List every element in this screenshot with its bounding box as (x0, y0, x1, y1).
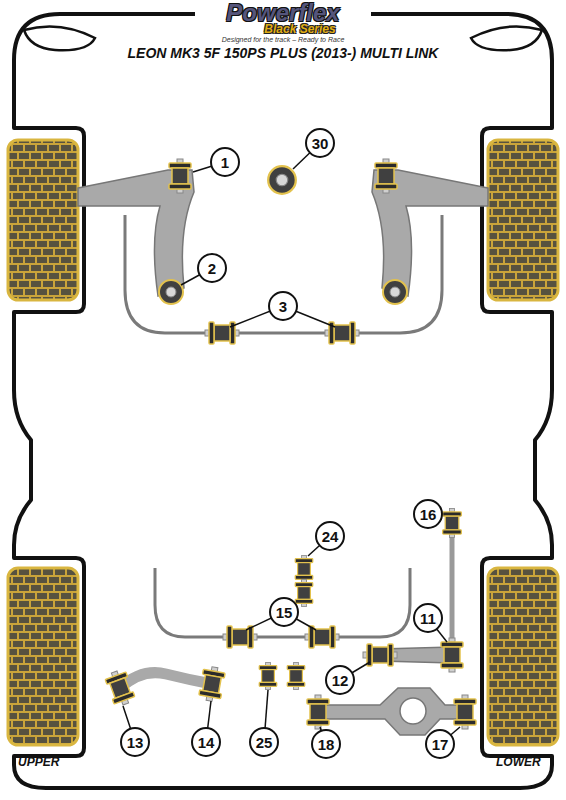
drop-link (450, 530, 455, 648)
callout-circle: 3 (268, 291, 298, 321)
callout-circle: 30 (305, 128, 335, 158)
callout-number: 11 (420, 611, 436, 626)
logo-ground (195, 0, 371, 44)
bushing (104, 668, 136, 707)
brand-series: Black Series (264, 23, 335, 36)
callout-circle: 17 (425, 729, 455, 759)
bushing (259, 662, 277, 689)
bushing (159, 280, 183, 304)
bushing (223, 626, 257, 648)
leader-lines (123, 143, 460, 744)
callout-circle: 16 (413, 499, 443, 529)
bushing (305, 626, 339, 648)
bushing (375, 159, 397, 193)
callout-number: 25 (256, 735, 273, 750)
callout-circle: 18 (311, 729, 341, 759)
bushing (454, 695, 476, 729)
callout-number: 14 (198, 735, 215, 750)
bushing (383, 280, 407, 304)
callout-number: 2 (208, 261, 216, 276)
bushing (307, 695, 329, 729)
brand-tagline: Designed for the track – Ready to Race (222, 36, 345, 44)
callout-number: 3 (279, 299, 287, 314)
bushing (295, 579, 313, 606)
callout-circle: 2 (197, 253, 227, 283)
bushing (268, 166, 296, 194)
callout-number: 17 (432, 737, 449, 752)
callout-number: 13 (127, 735, 144, 750)
callout-circle: 1 (210, 147, 240, 177)
callout-number: 1 (221, 155, 229, 170)
car-body-outline (14, 14, 552, 788)
callout-circle: 24 (315, 521, 345, 551)
callout-circle: 14 (191, 727, 221, 757)
callout-circle: 15 (269, 597, 299, 627)
section-label: UPPER (18, 756, 59, 769)
lower-arm (318, 688, 465, 735)
section-label: LOWER (496, 756, 541, 769)
headlight (471, 26, 542, 50)
wheel (8, 568, 78, 745)
bushing (443, 509, 462, 538)
arm-hole (400, 698, 426, 724)
callout-circle: 13 (120, 727, 150, 757)
bushing (287, 662, 305, 689)
bushing (441, 638, 463, 672)
anti-roll-bar (155, 568, 410, 637)
wheel (488, 140, 558, 300)
callout-circle: 11 (413, 603, 443, 633)
callout-number: 30 (312, 136, 329, 151)
wheel (8, 140, 78, 300)
callout-number: 24 (322, 529, 339, 544)
callout-circle: 25 (249, 727, 279, 757)
callout-circle: 12 (325, 665, 355, 695)
bushing (198, 665, 226, 702)
callout-number: 16 (420, 507, 437, 522)
upper-arm (120, 673, 212, 688)
callout-number: 12 (332, 673, 349, 688)
bushing (295, 555, 313, 582)
bushing (169, 159, 191, 193)
diagram-title: LEON MK3 5F 150PS PLUS (2013-) MULTI LIN… (128, 46, 439, 61)
callout-number: 18 (318, 737, 335, 752)
headlight (24, 26, 95, 50)
callout-number: 15 (276, 605, 293, 620)
wheel (488, 568, 558, 745)
